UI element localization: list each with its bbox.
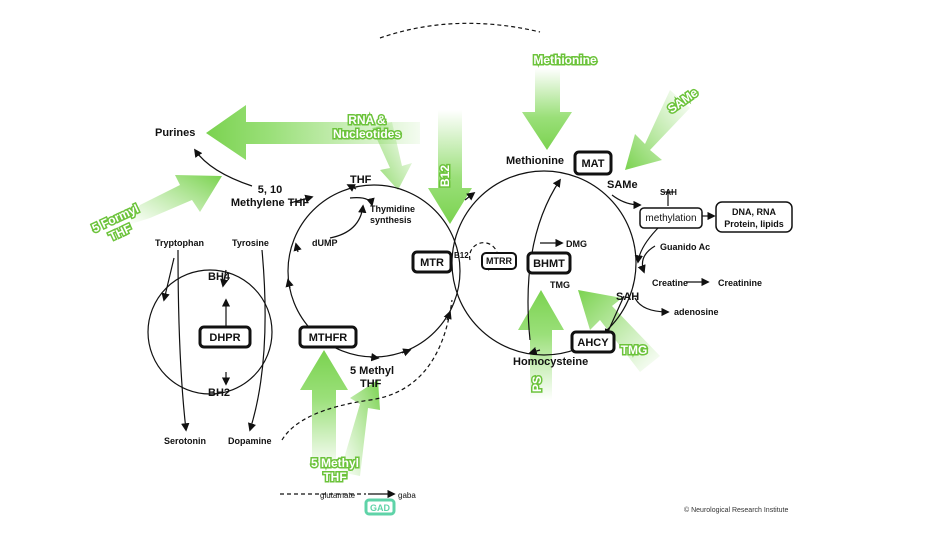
dna-label-1: DNA, RNA (732, 207, 776, 217)
five-methyl-label-1: 5 Methyl (311, 456, 359, 470)
same-label: SAMe (607, 179, 638, 191)
creatine-label: Creatine (652, 278, 688, 288)
bh4-cycle (147, 269, 273, 395)
thf-arrow (346, 184, 357, 192)
guanido-label: Guanido Ac (660, 242, 710, 252)
ps-arrow (518, 290, 564, 400)
folate-left-arrow-2 (285, 278, 294, 289)
gad-enzyme: GAD (364, 498, 396, 516)
thymidine-label-2: synthesis (370, 215, 412, 225)
bhmt-label: BHMT (533, 258, 565, 270)
copyright-label: © Neurological Research Institute (684, 506, 788, 514)
same-to-methylation-arrow (611, 194, 642, 210)
dump-to-thf-arrow (329, 204, 367, 239)
folate-bottom-arrow-1 (369, 352, 380, 362)
bh4-label: BH4 (208, 271, 231, 283)
tyrosine-label: Tyrosine (232, 238, 269, 248)
methyl-thf-label-2: THF (360, 378, 382, 390)
tyrosine-to-dopamine-arrow (248, 249, 266, 432)
rna-nucleotides-label-1: RNA & (348, 113, 386, 127)
b12-small-label: B12 (454, 251, 469, 260)
dna-rna-box: DNA, RNA Protein, lipids (715, 201, 793, 233)
gaba-label: gaba (398, 491, 416, 500)
methionine-arrow (522, 68, 572, 150)
rna-nucleotides-arrow (206, 105, 420, 160)
mtrr-enzyme: MTRR (481, 252, 517, 270)
folate-bottom-arrow-2 (401, 348, 412, 357)
purines-label: Purines (155, 127, 195, 139)
sah-label: SAH (616, 291, 639, 303)
methylene-label-1: 5, 10 (258, 184, 282, 196)
ahcy-enzyme: AHCY (570, 330, 616, 354)
mthfr-label: MTHFR (309, 332, 348, 344)
mtrr-label: MTRR (486, 256, 512, 266)
dump-label: dUMP (312, 238, 338, 248)
methylene-arrow (289, 194, 314, 204)
methylation-box: methylation (639, 207, 703, 229)
tmg-supplement-label: TMG (621, 343, 648, 357)
dopamine-label: Dopamine (228, 436, 272, 446)
mat-enzyme: MAT (573, 150, 613, 176)
methionine-label: Methionine (506, 155, 564, 167)
sah-to-homocysteine-arrow (604, 295, 625, 338)
methionine-supplement-label: Methionine (533, 53, 597, 67)
sah-to-adenosine-arrow (634, 297, 670, 317)
adenosine-label: adenosine (674, 307, 719, 317)
five-methyl-label-2: THF (323, 470, 346, 484)
tryptophan-to-serotonin-arrow (177, 249, 190, 432)
five-methyl-arrow-2 (340, 380, 380, 476)
dhpr-enzyme: DHPR (198, 325, 252, 349)
sah-top-label: SAH (660, 188, 677, 197)
tmg-label: TMG (550, 280, 570, 290)
five-formyl-arrow (128, 175, 222, 225)
rna-thymidine-arrow (372, 122, 412, 190)
methylene-label-2: Methylene THF (231, 197, 310, 209)
mtrr-recycle-arc (469, 242, 499, 271)
dna-label-2: Protein, lipids (724, 219, 784, 229)
methylene-to-purines-arrow (194, 148, 253, 187)
b12-supplement-label: B12 (438, 165, 452, 187)
homocysteine-label: Homocysteine (513, 356, 588, 368)
tmg-arrow (578, 290, 660, 372)
methylation-label: methylation (645, 213, 696, 224)
rna-nucleotides-label-2: Nucleotides (333, 127, 401, 141)
dmg-label: DMG (566, 239, 587, 249)
folate-left-arrow (293, 242, 302, 253)
methionine-cycle-arrow-1 (464, 191, 476, 201)
b12-arrow (428, 110, 472, 224)
methyl-thf-label-1: 5 Methyl (350, 365, 394, 377)
gad-label: GAD (370, 503, 391, 513)
top-dashed-arc (379, 22, 541, 39)
mat-label: MAT (581, 158, 604, 170)
thymidine-label-1: Thymidine (370, 204, 415, 214)
dopamine-dashed-link (281, 299, 453, 441)
homocysteine-to-methionine-arrow (527, 178, 561, 341)
ahcy-label: AHCY (577, 337, 609, 349)
bhmt-enzyme: BHMT (526, 251, 572, 275)
thf-to-thymidine-arrow (349, 197, 375, 207)
ps-supplement-label: PS (530, 376, 544, 392)
methylation-to-sah-arrow (634, 225, 661, 264)
creatinine-label: Creatinine (718, 278, 762, 288)
thf-label: THF (350, 174, 372, 186)
mtr-enzyme: MTR (411, 250, 453, 274)
methionine-cycle-arrow-2 (528, 347, 541, 356)
glutamate-label: glutamate (320, 491, 356, 500)
guanido-arrow (637, 245, 656, 274)
bh4-down-arrow (220, 269, 229, 288)
mtr-label: MTR (420, 257, 444, 269)
same-arrow (625, 90, 690, 170)
bh4-cycle-left-arrow (161, 257, 175, 302)
tryptophan-label: Tryptophan (155, 238, 204, 248)
dhpr-label: DHPR (209, 332, 240, 344)
serotonin-label: Serotonin (164, 436, 206, 446)
bh2-label: BH2 (208, 387, 230, 399)
mthfr-enzyme: MTHFR (298, 325, 358, 349)
